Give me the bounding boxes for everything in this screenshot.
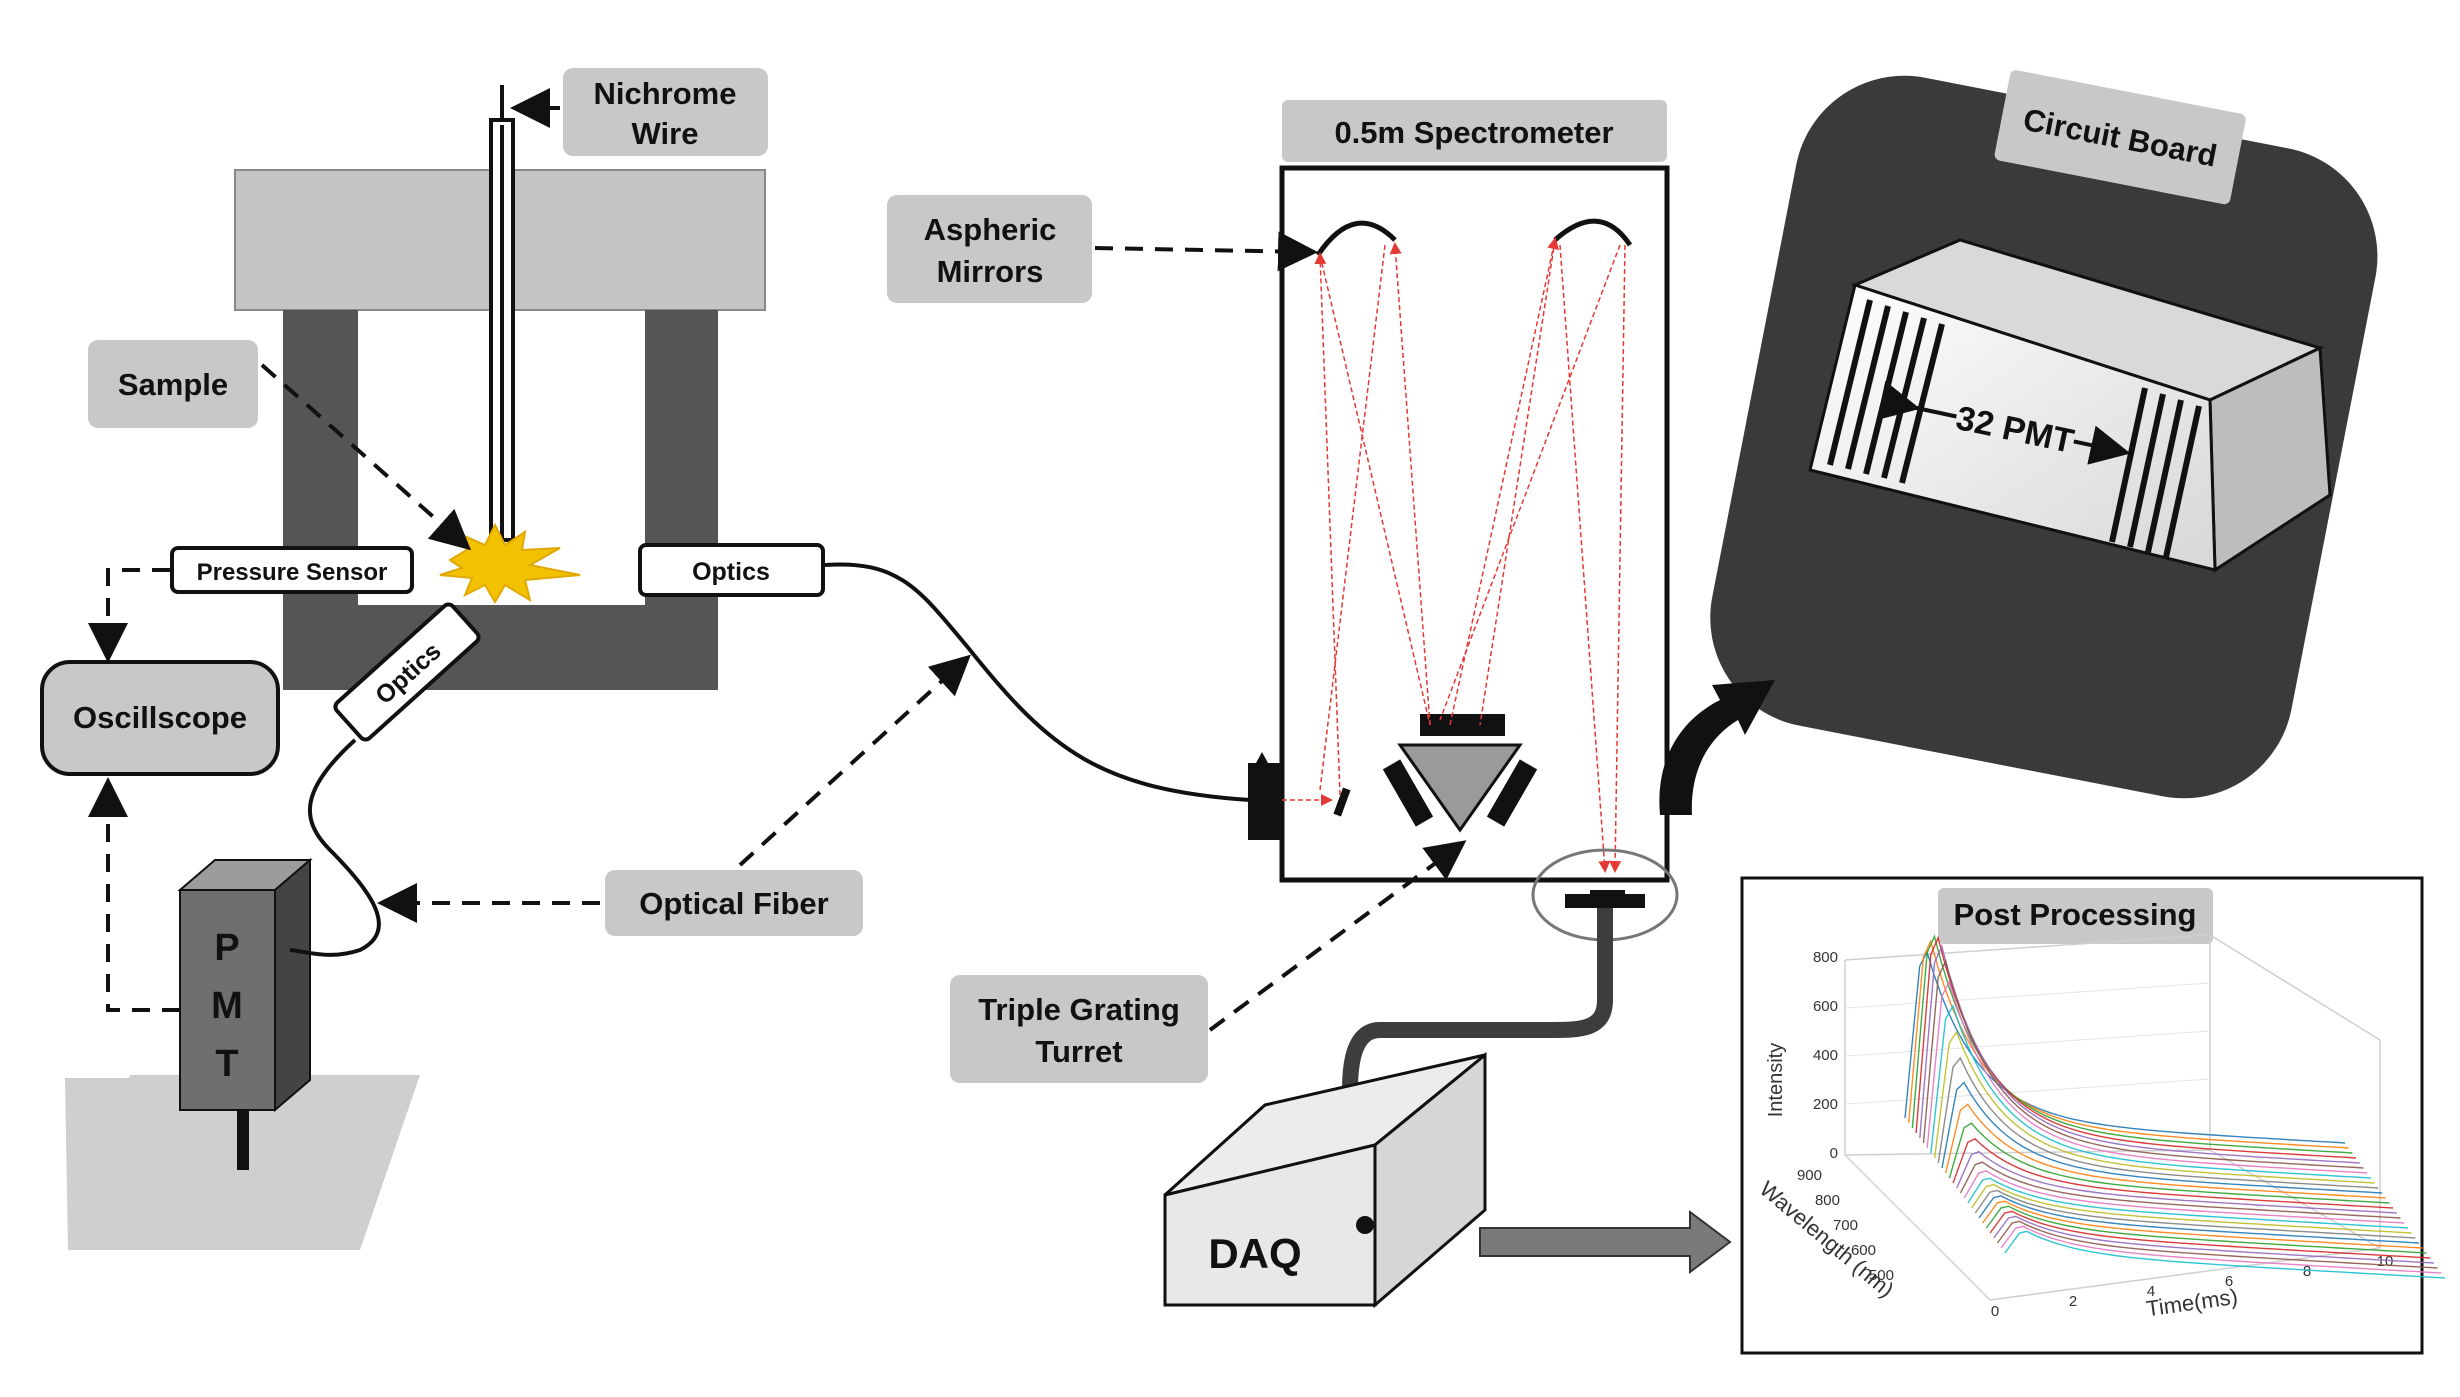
svg-text:Aspheric: Aspheric: [924, 212, 1057, 247]
decay-curve: [1989, 1210, 2431, 1259]
daq-cable: [1342, 908, 1613, 1120]
decay-curve: [1926, 980, 2368, 1174]
pmt-detector: P M T: [65, 777, 420, 1250]
pmt-letter-t: T: [215, 1043, 238, 1085]
spectrometer: 0.5m Spectrometer: [1248, 100, 1679, 942]
decay-curve: [1930, 1004, 2371, 1179]
aspheric-mirror-right: [1553, 218, 1633, 247]
pmt-letter-p: P: [214, 927, 239, 969]
turning-mirror: [1333, 787, 1351, 817]
decay-curve: [1948, 1122, 2390, 1204]
x-tick: 4: [2147, 1283, 2155, 1300]
decay-curve: [1985, 1205, 2427, 1254]
y-tick: 900: [1797, 1167, 1822, 1184]
decay-curve: [1956, 1150, 2397, 1214]
spectrometer-title: 0.5m Spectrometer: [1334, 115, 1613, 150]
x-tick: 6: [2225, 1273, 2233, 1290]
decay-curve: [1933, 1030, 2375, 1184]
z-tick: 800: [1813, 949, 1838, 966]
z-tick: 600: [1813, 998, 1838, 1015]
oscilloscope-label: Oscillscope: [73, 700, 247, 735]
decay-curve: [1993, 1215, 2434, 1264]
optics-port-top: Optics: [638, 543, 825, 597]
optics-top-label: Optics: [692, 558, 770, 586]
pressure-sensor-label: Pressure Sensor: [197, 559, 388, 586]
post-processing-panel: Post Processing 800600400200090080070060…: [1740, 876, 2445, 1355]
daq-port: [1356, 1216, 1374, 1234]
chamber-floor: [283, 600, 718, 690]
pmt-letter-m: M: [211, 985, 243, 1027]
optical-fiber-label: Optical Fiber: [377, 654, 971, 936]
light-rays: [1282, 237, 1626, 873]
triple-grating-label: Triple Grating Turret: [950, 840, 1467, 1083]
x-tick: 2: [2069, 1293, 2077, 1310]
pressure-sensor: Pressure Sensor: [170, 546, 414, 594]
decay-curve: [1908, 939, 2349, 1149]
y-tick: 600: [1851, 1242, 1876, 1259]
oscilloscope: Oscillscope: [40, 568, 280, 776]
data-flow-arrow-icon: [1479, 1210, 1732, 1274]
big-curved-arrow-icon: [1659, 680, 1775, 815]
svg-text:Triple Grating: Triple Grating: [978, 992, 1180, 1027]
z-axis-label: Intensity: [1765, 1043, 1787, 1117]
circuit-board: Circuit Board 32 PMT: [1710, 70, 2378, 799]
y-tick: 800: [1815, 1192, 1840, 1209]
daq-label: DAQ: [1208, 1230, 1301, 1277]
y-tick: 500: [1869, 1267, 1894, 1284]
decay-curve: [1922, 959, 2364, 1169]
decay-curve: [1974, 1189, 2416, 1239]
decay-curve: [1967, 1177, 2408, 1229]
optical-fiber-spectrometer: [824, 562, 1251, 802]
svg-text:Mirrors: Mirrors: [937, 254, 1044, 289]
decay-curve: [1996, 1220, 2438, 1269]
nichrome-line1: Nichrome: [594, 76, 737, 111]
decay-curve: [1937, 1056, 2379, 1189]
spark-icon: [439, 522, 581, 604]
svg-text:Turret: Turret: [1035, 1034, 1122, 1069]
decay-curve: [2004, 1230, 2445, 1279]
aspheric-mirrors-label: Aspheric Mirrors: [887, 195, 1318, 303]
decay-curve: [1978, 1195, 2420, 1244]
decay-curve: [1919, 944, 2360, 1164]
x-tick: 8: [2303, 1263, 2311, 1280]
decay-curve: [1941, 1081, 2383, 1194]
nichrome-line2: Wire: [632, 116, 699, 151]
entrance-slit: [1248, 763, 1280, 840]
x-tick: 0: [1991, 1303, 1999, 1320]
decay-curve: [2000, 1225, 2442, 1274]
grating-turret: [1382, 714, 1538, 833]
decay-curve: [1959, 1161, 2401, 1219]
nichrome-wire: [489, 85, 515, 580]
svg-text:Sample: Sample: [118, 367, 228, 402]
decay-curve: [1971, 1183, 2412, 1234]
decay-curve: [1945, 1103, 2386, 1199]
daq-box: DAQ: [1163, 1051, 1487, 1309]
optical-fiber-pmt: [289, 738, 381, 957]
nichrome-wire-label: Nichrome Wire: [510, 68, 768, 156]
decay-curve: [1963, 1170, 2405, 1224]
post-processing-title: Post Processing: [1954, 897, 2197, 932]
aspheric-mirror-left: [1315, 220, 1397, 257]
z-tick: 0: [1830, 1145, 1838, 1162]
z-tick: 400: [1813, 1047, 1838, 1064]
decay-curve: [1952, 1137, 2394, 1209]
sample-label: Sample: [88, 340, 471, 551]
pmt-array-right-stripes: [2109, 387, 2202, 558]
decay-curve: [1982, 1200, 2423, 1249]
z-tick: 200: [1813, 1096, 1838, 1113]
y-tick: 700: [1833, 1217, 1858, 1234]
svg-text:Optical Fiber: Optical Fiber: [639, 886, 828, 921]
decay-curve: [1904, 950, 2346, 1144]
